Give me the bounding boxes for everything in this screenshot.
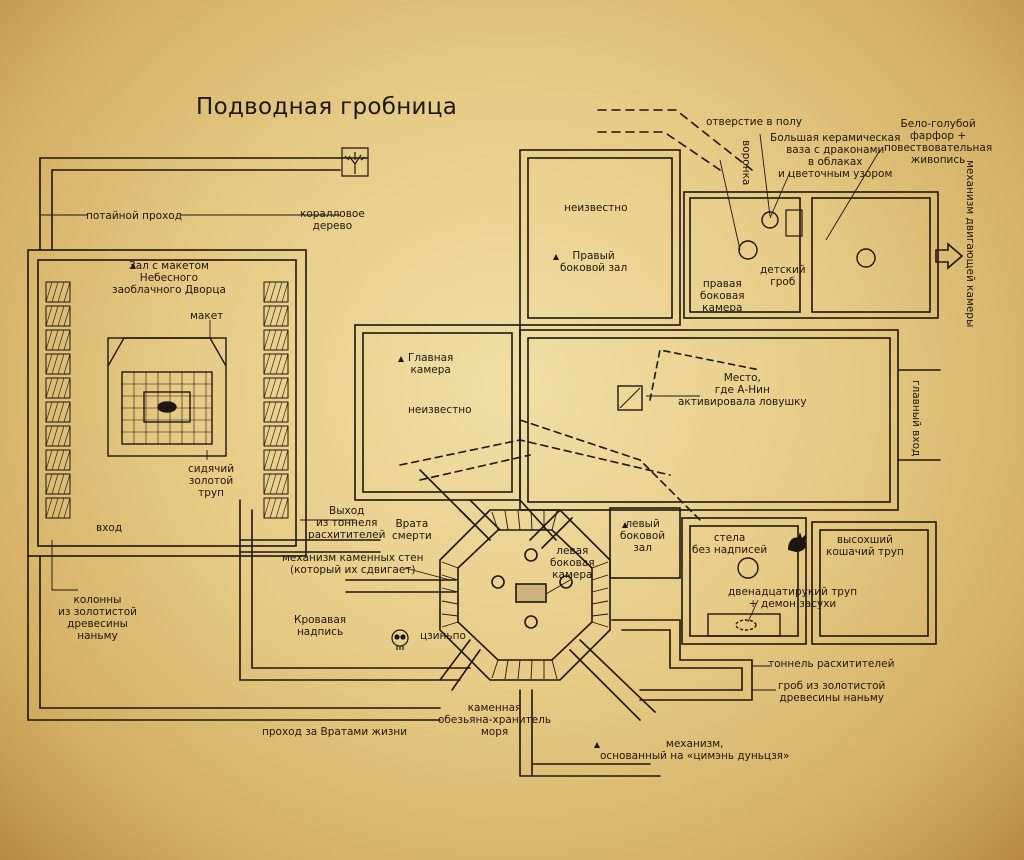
column-icon bbox=[45, 377, 71, 399]
main-chamber-label: Главная камера bbox=[408, 352, 454, 376]
marker-mechanism bbox=[594, 742, 600, 748]
right-side-chamber-label: правая боковая камера bbox=[700, 278, 745, 314]
twelve-arm-corpse-label: двенадцатирукий труп + демон засухи bbox=[728, 586, 858, 610]
left-side-hall bbox=[609, 507, 681, 579]
lower-corridor bbox=[27, 555, 441, 721]
right-side-hall-label: Правый боковой зал bbox=[560, 250, 628, 274]
marker-right-hall bbox=[553, 254, 559, 260]
cat-icon bbox=[788, 532, 806, 552]
column-icon bbox=[45, 401, 71, 423]
robbers-exit-label: Выход из тоннеля расхитителей bbox=[308, 505, 386, 541]
death-gate-label: Врата смерти bbox=[392, 518, 432, 542]
right-side-hall bbox=[519, 149, 681, 326]
column-icon bbox=[263, 329, 289, 351]
left-side-hall-label: левый боковой зал bbox=[620, 518, 666, 554]
stone-wall-mechanism-label: механизм каменных стен (который их сдвиг… bbox=[282, 552, 424, 576]
column-icon bbox=[45, 305, 71, 327]
secret-passage-label: потайной проход bbox=[86, 210, 182, 222]
skull-icon bbox=[391, 629, 409, 650]
ceramic-vase-label: Большая керамическая ваза с драконами в … bbox=[770, 132, 901, 180]
stone-monkey-label: каменная обезьяна-хранитель моря bbox=[438, 702, 552, 738]
right-side-chamber bbox=[683, 191, 939, 319]
marker-main-chamber bbox=[398, 356, 404, 362]
coffin-icon bbox=[707, 613, 781, 637]
arrow-right-icon bbox=[935, 242, 964, 270]
nanmu-columns bbox=[45, 281, 289, 519]
secret-passage-wall bbox=[39, 157, 369, 251]
marker-palace-hall bbox=[130, 263, 136, 269]
column-icon bbox=[45, 473, 71, 495]
entrance-label: вход bbox=[96, 522, 123, 534]
column-icon bbox=[263, 449, 289, 471]
funnel-label: воронка bbox=[740, 140, 752, 186]
map-title: Подводная гробница bbox=[196, 94, 458, 120]
mechanism-qimen-label: механизм, основанный на «цимэнь дуньцзя» bbox=[600, 738, 790, 762]
column-icon bbox=[45, 329, 71, 351]
column-icon bbox=[263, 353, 289, 375]
passage-life-gate-label: проход за Вратами жизни bbox=[262, 726, 408, 738]
bloody-inscription-label: Кровавая надпись bbox=[294, 614, 347, 638]
column-icon bbox=[45, 281, 71, 303]
column-icon bbox=[263, 473, 289, 495]
child-coffin-label: детский гроб bbox=[760, 264, 806, 288]
dried-cat-label: высохший кошачий труп bbox=[826, 534, 904, 558]
stele-room bbox=[681, 517, 807, 645]
main-entrance-label: главный вход bbox=[910, 380, 922, 457]
qinling-label: цзиньпо bbox=[420, 630, 466, 642]
column-icon bbox=[263, 305, 289, 327]
moving-chambers-label: механизм двигающей камеры bbox=[964, 160, 976, 328]
trap-hall bbox=[519, 329, 899, 511]
column-icon bbox=[45, 497, 71, 519]
octagon-chamber bbox=[439, 509, 611, 681]
marker-left-hall bbox=[622, 522, 628, 528]
column-icon bbox=[263, 497, 289, 519]
palace-model-hall bbox=[27, 249, 307, 557]
column-icon bbox=[45, 449, 71, 471]
column-icon bbox=[263, 281, 289, 303]
palace-model bbox=[107, 337, 227, 457]
coral-tree-icon bbox=[341, 147, 369, 177]
sitting-corpse-label: сидячий золотой труп bbox=[188, 463, 235, 499]
column-icon bbox=[263, 401, 289, 423]
robbers-tunnel-label: тоннель расхитителей bbox=[768, 658, 895, 670]
column-icon bbox=[45, 353, 71, 375]
coral-tree-label: коралловое дерево bbox=[300, 208, 365, 232]
column-icon bbox=[263, 377, 289, 399]
model-label: макет bbox=[190, 310, 224, 322]
trap-place-label: Место, где А-Нин активировала ловушку bbox=[678, 372, 807, 408]
nanmu-coffin-label: гроб из золотистой древесины наньму bbox=[778, 680, 886, 704]
unknown-main-label: неизвестно bbox=[408, 404, 472, 416]
robbers-tunnel bbox=[611, 619, 753, 701]
porcelain-label: Бело-голубой фарфор + повествовательная … bbox=[884, 118, 993, 166]
unknown-top-label: неизвестно bbox=[564, 202, 628, 214]
column-icon bbox=[45, 425, 71, 447]
hole-in-floor-label: отверстие в полу bbox=[706, 116, 803, 128]
stele-label: стела без надписей bbox=[692, 532, 768, 556]
left-side-chamber-label: левая боковая камера bbox=[550, 545, 595, 581]
palace-model-hall-label: Зал с макетом Небесного заоблачного Двор… bbox=[112, 260, 226, 296]
column-icon bbox=[263, 425, 289, 447]
cat-room bbox=[811, 521, 937, 645]
columns-label: колонны из золотистой древесины наньму bbox=[58, 594, 137, 642]
